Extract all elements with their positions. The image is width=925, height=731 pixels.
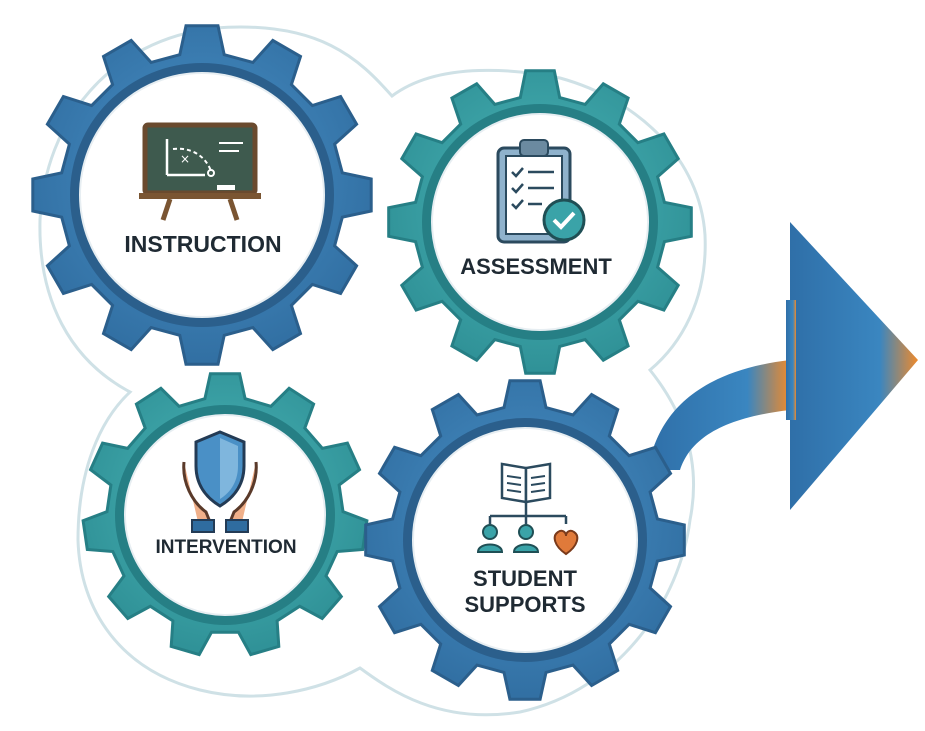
gear-face-student_supports: [412, 427, 638, 653]
gear-label-assessment: ASSESSMENT: [460, 254, 612, 279]
gear-face-intervention: [124, 414, 326, 616]
gear-label-student-line1: STUDENT: [473, 566, 577, 591]
gear-label-student-supports: STUDENT SUPPORTS: [455, 566, 595, 618]
chalkboard-icon: ×: [139, 122, 261, 221]
shield-hands-icon: [182, 430, 258, 533]
book-people-heart-icon: [476, 462, 579, 556]
gear-label-student-line2: SUPPORTS: [464, 592, 586, 617]
arrow-right-icon: [648, 222, 918, 510]
clipboard-check-icon: [496, 139, 586, 244]
gear-intervention: [81, 372, 369, 657]
gear-label-intervention: INTERVENTION: [155, 537, 297, 558]
outline-shape: [38, 25, 707, 717]
gear-student_supports: [364, 379, 686, 701]
gear-label-instruction: INSTRUCTION: [124, 231, 282, 257]
svg-text:×: ×: [180, 152, 190, 166]
